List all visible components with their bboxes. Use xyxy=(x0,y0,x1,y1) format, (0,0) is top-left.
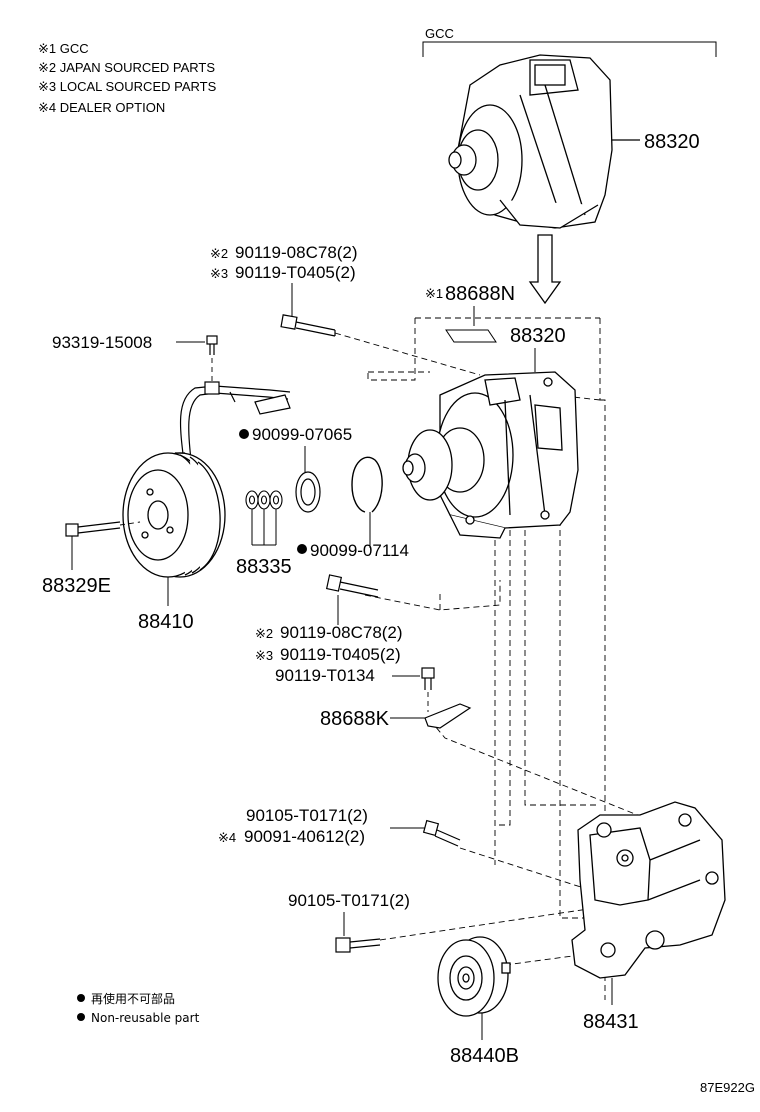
bracket-88688k-drawing xyxy=(424,703,472,729)
label-88320: 88320 xyxy=(510,325,566,347)
note-local: ※3 LOCAL SOURCED PARTS xyxy=(38,79,217,94)
legend-en: Non-reusable part xyxy=(91,1011,200,1025)
screw-93319-drawing xyxy=(206,335,218,355)
mark-40612: ※4 xyxy=(218,830,236,845)
snap-ring-07114-drawing xyxy=(351,456,383,513)
compressor-gcc-drawing xyxy=(448,54,613,229)
svg-text:※2: ※2 xyxy=(210,246,228,261)
label-93319-15008: 93319-15008 xyxy=(52,333,152,352)
label-88440b: 88440B xyxy=(450,1045,519,1067)
bolt-88329e-drawing xyxy=(65,521,121,537)
label-bolt-mid-a: 90119-08C78(2) xyxy=(280,623,403,642)
label-88320-gcc: 88320 xyxy=(644,131,700,153)
label-bolt-top-b: 90119-T0405(2) xyxy=(235,263,356,282)
nonreusable-dot-icon xyxy=(239,429,249,439)
label-90105-t0171-a: 90105-T0171(2) xyxy=(246,806,368,825)
svg-text:※3: ※3 xyxy=(210,266,228,281)
snap-ring-07065-drawing xyxy=(295,471,321,513)
bolt-t0171-lower-drawing xyxy=(335,937,381,953)
mark-mid-b: ※3 xyxy=(255,648,273,663)
idler-pulley-drawing xyxy=(437,936,511,1017)
svg-text:※1: ※1 xyxy=(425,286,443,301)
label-90119-t0134: 90119-T0134 xyxy=(275,666,375,685)
clutch-pulley-drawing xyxy=(122,452,226,578)
label-88335: 88335 xyxy=(236,556,292,578)
legend-dot-icon xyxy=(77,994,85,1002)
reference-code: 87E922G xyxy=(700,1080,755,1095)
legend-dot-icon xyxy=(77,1013,85,1021)
label-90099-07065: 90099-07065 xyxy=(252,425,352,444)
svg-text:※4: ※4 xyxy=(218,830,236,845)
note-japan: ※2 JAPAN SOURCED PARTS xyxy=(38,60,215,75)
mark-mid-a: ※2 xyxy=(255,626,273,641)
compressor-drawing xyxy=(402,371,579,539)
gcc-bracket xyxy=(422,41,717,57)
label-88410: 88410 xyxy=(138,611,194,633)
mark-88688n: ※1 xyxy=(425,286,443,301)
mark-top-b: ※3 xyxy=(210,266,228,281)
bracket-88431-drawing xyxy=(571,801,726,979)
label-90099-07114: 90099-07114 xyxy=(310,541,409,560)
mark-top-a: ※2 xyxy=(210,246,228,261)
label-88688k: 88688K xyxy=(320,708,390,730)
bolt-t0134-drawing xyxy=(421,667,435,690)
label-88688n: 88688N xyxy=(445,283,515,305)
label-90105-t0171-b: 90105-T0171(2) xyxy=(288,891,410,910)
gcc-label: GCC xyxy=(425,26,454,41)
label-bolt-mid-b: 90119-T0405(2) xyxy=(280,645,401,664)
bolt-top-drawing xyxy=(280,314,336,337)
label-90091-40612: 90091-40612(2) xyxy=(244,827,365,846)
label-88431: 88431 xyxy=(583,1011,639,1033)
bolt-mid-drawing xyxy=(325,574,379,598)
label-88329e: 88329E xyxy=(42,575,111,597)
svg-text:※3: ※3 xyxy=(255,648,273,663)
svg-text:※2: ※2 xyxy=(255,626,273,641)
note-gcc: ※1 GCC xyxy=(38,41,89,56)
nonreusable-dot-icon xyxy=(297,544,307,554)
note-dealer: ※4 DEALER OPTION xyxy=(38,100,165,115)
legend-jp: 再使用不可部品 xyxy=(91,991,175,1006)
shim-88335-drawing xyxy=(245,490,283,510)
bolt-40612-drawing xyxy=(422,819,461,847)
label-plate-88688n-drawing xyxy=(445,329,497,343)
down-arrow-icon xyxy=(528,234,562,305)
label-bolt-top-a: 90119-08C78(2) xyxy=(235,243,358,262)
